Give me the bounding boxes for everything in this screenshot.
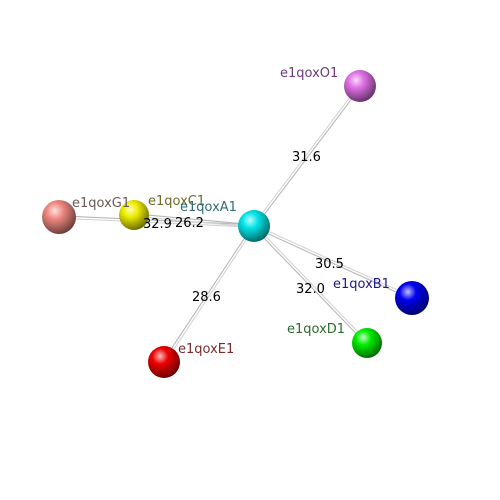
atom-label-e1qoxG1: e1qoxG1 xyxy=(72,196,130,211)
atom-label-e1qoxB1: e1qoxB1 xyxy=(333,277,390,292)
distance-label-e1qoxG1: 32.9 xyxy=(143,217,172,232)
atom-sphere-e1qoxE1[interactable] xyxy=(148,346,180,378)
distance-label-e1qoxD1: 32.0 xyxy=(296,282,325,297)
atom-label-e1qoxD1: e1qoxD1 xyxy=(287,322,345,337)
atom-sphere-e1qoxD1[interactable] xyxy=(352,328,382,358)
atom-label-e1qoxO1: e1qoxO1 xyxy=(280,66,338,81)
atom-label-e1qoxA1: e1qoxA1 xyxy=(180,200,237,215)
distance-label-e1qoxO1: 31.6 xyxy=(292,150,321,165)
distance-line-e1qoxE1 xyxy=(162,225,256,363)
atom-sphere-e1qoxA1[interactable] xyxy=(238,210,270,242)
distance-line-e1qoxO1 xyxy=(252,84,362,228)
atom-spheres xyxy=(42,70,429,378)
distance-line-e1qoxB1 xyxy=(253,224,413,300)
atom-label-e1qoxE1: e1qoxE1 xyxy=(178,342,234,357)
atom-labels: e1qoxO1 e1qoxB1 e1qoxD1 e1qoxE1 e1qoxG1 e1qox… xyxy=(72,66,390,357)
atom-sphere-e1qoxC1[interactable] xyxy=(119,200,149,230)
distance-line-e1qoxD1 xyxy=(252,224,369,345)
distance-label-e1qoxE1: 28.6 xyxy=(192,290,221,305)
atom-sphere-e1qoxG1[interactable] xyxy=(42,200,76,234)
atom-sphere-e1qoxO1[interactable] xyxy=(344,70,376,102)
atom-label-e1qoxC1: e1qoxC1 xyxy=(148,194,205,209)
atom-sphere-e1qoxB1[interactable] xyxy=(395,281,429,315)
distance-line-e1qoxC1 xyxy=(133,213,255,228)
distance-label-e1qoxC1: 26.2 xyxy=(175,216,204,231)
distance-line-e1qoxG1 xyxy=(58,215,255,228)
distance-label-e1qoxB1: 30.5 xyxy=(315,257,344,272)
distance-lines xyxy=(58,84,413,363)
